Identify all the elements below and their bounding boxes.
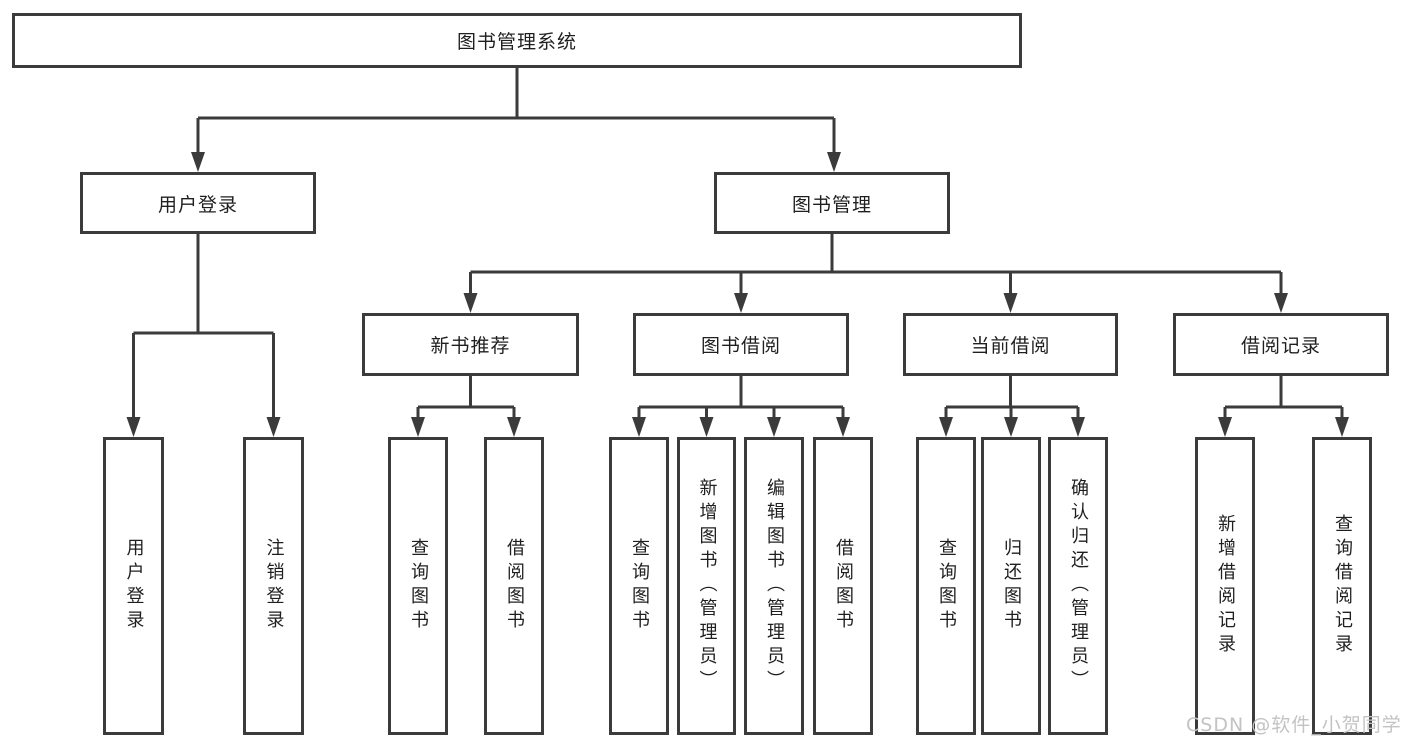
edge-newbookrec-to-leaves (416, 376, 516, 420)
leaf-bb-add-books-admin: 新增图书（管理员） (677, 437, 736, 735)
leaf-cb-return-books: 归还图书 (981, 437, 1041, 735)
leaf-user-login-label: 用户登录 (123, 538, 145, 634)
leaf-cb-confirm-return-admin: 确认归还（管理员） (1048, 437, 1108, 735)
csdn-watermark: CSDN @软件_小贺同学 (1186, 714, 1402, 736)
leaf-bb-add-books-admin-label: 新增图书（管理员） (696, 478, 718, 694)
leaf-cb-query-books: 查询图书 (916, 437, 976, 735)
node-new-book-recommend-label: 新书推荐 (430, 335, 511, 357)
node-current-borrow: 当前借阅 (903, 313, 1118, 376)
leaf-nbr-borrow-books-label: 借阅图书 (504, 538, 525, 634)
edge-bookborrow-to-leaves (637, 376, 845, 420)
leaf-user-login: 用户登录 (103, 437, 164, 735)
node-current-borrow-label: 当前借阅 (970, 335, 1051, 357)
leaf-bb-edit-books-admin-label: 编辑图书（管理员） (764, 478, 785, 694)
node-borrow-records: 借阅记录 (1173, 313, 1389, 376)
leaf-br-add-record-label: 新增借阅记录 (1215, 514, 1236, 658)
leaf-br-query-record: 查询借阅记录 (1312, 437, 1372, 735)
leaf-bb-query-books: 查询图书 (609, 437, 669, 735)
edge-root-to-level2 (196, 68, 836, 155)
node-book-borrow: 图书借阅 (633, 313, 849, 376)
leaf-cb-confirm-return-admin-label: 确认归还（管理员） (1068, 478, 1089, 694)
node-borrow-records-label: 借阅记录 (1240, 335, 1321, 357)
arrowheads (126, 152, 1349, 437)
leaf-nbr-query-books-label: 查询图书 (408, 538, 429, 634)
node-book-borrow-label: 图书借阅 (700, 335, 781, 357)
edge-borrowrecords-to-leaves (1223, 376, 1344, 420)
node-root: 图书管理系统 (12, 13, 1022, 68)
leaf-logout: 注销登录 (243, 437, 304, 735)
edge-userlogin-to-leaves (132, 234, 275, 420)
edge-currentborrow-to-leaves (944, 376, 1080, 420)
leaf-br-add-record: 新增借阅记录 (1195, 437, 1255, 735)
node-user-login: 用户登录 (80, 172, 316, 234)
node-user-login-label: 用户登录 (157, 193, 238, 216)
leaf-bb-borrow-books-label: 借阅图书 (833, 538, 854, 634)
leaf-nbr-borrow-books: 借阅图书 (484, 437, 544, 735)
leaf-bb-query-books-label: 查询图书 (629, 538, 650, 634)
leaf-cb-query-books-label: 查询图书 (936, 538, 957, 634)
leaf-br-query-record-label: 查询借阅记录 (1332, 514, 1353, 658)
node-root-label: 图书管理系统 (456, 31, 577, 53)
node-book-management: 图书管理 (714, 172, 950, 234)
leaf-cb-return-books-label: 归还图书 (1001, 538, 1022, 634)
node-book-management-label: 图书管理 (791, 193, 872, 216)
node-new-book-recommend: 新书推荐 (362, 313, 579, 376)
leaf-bb-borrow-books: 借阅图书 (813, 437, 873, 735)
leaf-nbr-query-books: 查询图书 (388, 437, 448, 735)
leaf-bb-edit-books-admin: 编辑图书（管理员） (744, 437, 804, 735)
leaf-logout-label: 注销登录 (263, 538, 285, 634)
edge-bookmgmt-to-level3 (469, 234, 1283, 296)
